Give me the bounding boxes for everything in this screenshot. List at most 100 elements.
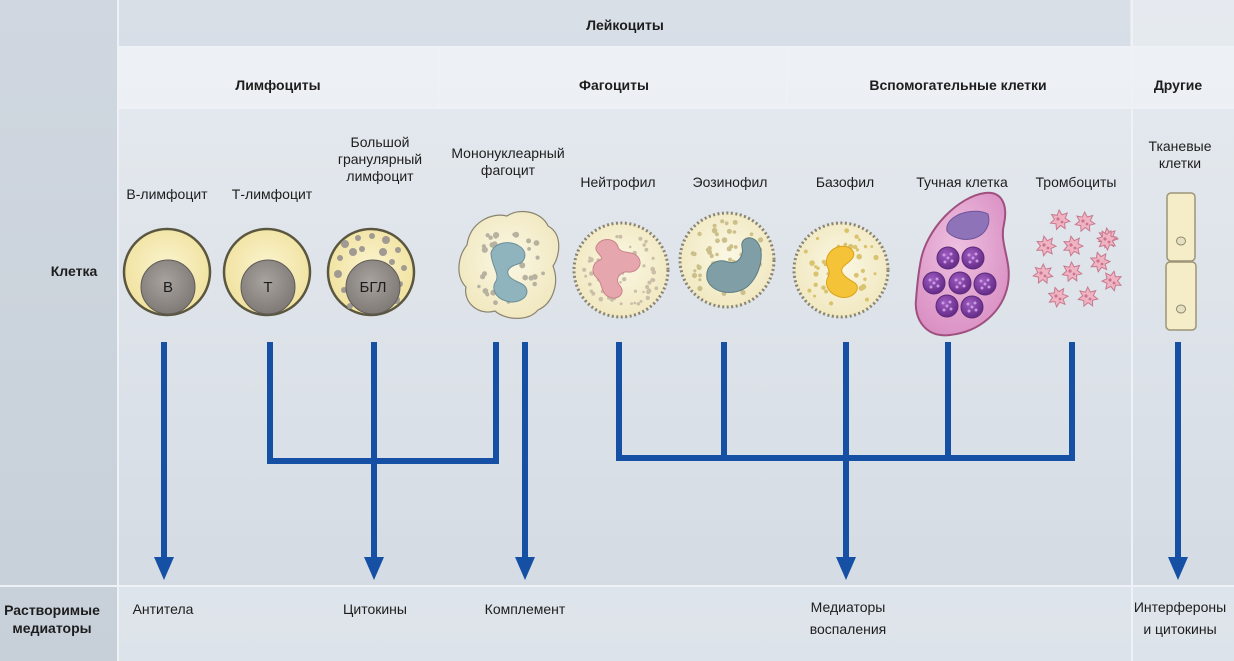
lgl-granule <box>334 270 342 278</box>
basophil-granule <box>873 254 879 261</box>
platelet-dot <box>1084 294 1088 298</box>
eosinophil-granule <box>707 249 713 255</box>
mast-granule-dot <box>950 259 954 263</box>
mast-granule-dot <box>932 281 936 285</box>
b-lymphocyte-cell: В <box>122 227 212 317</box>
platelet-dot <box>1085 222 1089 226</box>
mononuclear-granule <box>493 300 498 306</box>
complement-label: Комплемент <box>484 601 566 617</box>
lymphocytes-header: Лимфоциты <box>235 77 321 93</box>
mast-granule-dot <box>929 285 933 289</box>
mononuclear-phagocyte-cell <box>458 210 560 319</box>
neutrophil-granule <box>633 289 638 293</box>
neutrophil-granule <box>642 290 645 294</box>
platelet <box>1047 286 1070 309</box>
lgl-granule <box>347 303 353 309</box>
basophil-label: Базофил <box>815 174 875 190</box>
arrowhead-interferons <box>1168 557 1188 580</box>
mast-granule-dot <box>967 309 971 313</box>
tissue-cells-label: Тканевые клетки <box>1149 138 1212 172</box>
mast-granule-dot <box>973 301 977 305</box>
mast-granule-dot <box>935 277 939 281</box>
mast-granule-dot <box>967 253 971 257</box>
lgl-granule <box>379 248 387 256</box>
lgl-granule <box>395 247 401 253</box>
mast-granule-dot <box>942 253 946 257</box>
mast-granule-dot <box>975 259 979 263</box>
platelet-dot <box>1039 271 1043 275</box>
basophil-cell <box>792 221 890 319</box>
neutrophil-granule <box>651 256 655 260</box>
grid-line-other <box>1131 0 1133 661</box>
basophil-granule <box>870 245 874 249</box>
basophil-granule <box>854 234 859 239</box>
basophil-granule <box>858 285 865 291</box>
mononuclear-granule <box>528 275 534 281</box>
lgl-granules <box>334 233 407 309</box>
basophil-granule <box>853 272 859 278</box>
basophil-granule <box>824 289 829 294</box>
basophil-granule <box>803 249 808 254</box>
mast-granule-dot <box>955 285 959 289</box>
neutrophil-granule <box>630 302 633 305</box>
basophil-granule <box>829 301 834 306</box>
arrowhead-inflammation <box>836 557 856 580</box>
grid-line-top <box>118 46 1234 48</box>
lgl-granule <box>359 246 365 252</box>
mononuclear-granule <box>541 271 545 276</box>
neutrophil-granule <box>654 286 659 291</box>
platelet <box>1089 251 1112 273</box>
mast-granule-dot <box>946 256 950 260</box>
mast-granule-dot <box>945 304 949 308</box>
platelet-dot <box>1042 243 1046 247</box>
neutrophil-granule <box>642 264 646 268</box>
mast-cell-label: Тучная клетка <box>916 174 1008 190</box>
mediators-row-label-line1: Растворимые <box>4 602 100 618</box>
platelet-dot <box>1103 237 1107 241</box>
t-letter: Т <box>263 279 272 296</box>
basophil-granule <box>865 297 869 302</box>
eosinophil-granule <box>721 237 728 243</box>
neutrophil-granule <box>645 284 650 290</box>
platelet <box>1035 235 1058 257</box>
eosinophil-granule <box>733 245 738 249</box>
mast-granule-dot <box>936 284 940 288</box>
grid-line-lymph-phago <box>438 48 440 108</box>
grid-line-phago-aux <box>786 48 788 108</box>
platelets-label: Тромбоциты <box>1035 174 1117 190</box>
neutrophil-granule <box>619 302 623 306</box>
mast-granule-dot <box>986 278 990 282</box>
mononuclear-granule <box>522 274 528 281</box>
eosinophil-granule <box>714 232 719 237</box>
eosinophil-cell <box>678 211 776 309</box>
eosinophil-granule <box>715 252 719 257</box>
platelet <box>1100 270 1123 292</box>
eosinophil-granule <box>732 230 737 234</box>
lgl-granule <box>401 265 407 271</box>
mast-granule-dot <box>943 260 947 264</box>
neutrophil-granule <box>615 235 619 239</box>
eosinophil-granule <box>696 265 702 271</box>
platelet-dot <box>1112 281 1116 285</box>
platelet-dot <box>1088 297 1092 301</box>
platelet-dot <box>1068 269 1072 273</box>
eosinophil-granule <box>758 237 764 243</box>
eosinophil-granule <box>715 238 720 244</box>
mast-granule-dot <box>974 252 978 256</box>
basophil-granule <box>873 272 877 276</box>
lgl-granule <box>341 240 349 248</box>
group-header-band <box>118 48 1234 108</box>
eosinophil-granule <box>693 269 697 273</box>
mononuclear-granule <box>493 233 499 239</box>
platelet-dot <box>1043 274 1047 278</box>
neutrophil-granule <box>633 301 637 305</box>
eosinophil-granule <box>707 245 712 251</box>
platelet <box>1095 229 1118 252</box>
lgl-letter: БГЛ <box>360 279 387 296</box>
b-lymphocyte-label: В-лимфоцит <box>126 186 208 202</box>
arrowhead-complement <box>515 557 535 580</box>
tissue-cells-label-line2: клетки <box>1158 155 1202 171</box>
lgl-granule <box>389 259 395 265</box>
phagocytes-header: Фагоциты <box>579 77 649 93</box>
eosinophil-granule <box>691 272 698 279</box>
